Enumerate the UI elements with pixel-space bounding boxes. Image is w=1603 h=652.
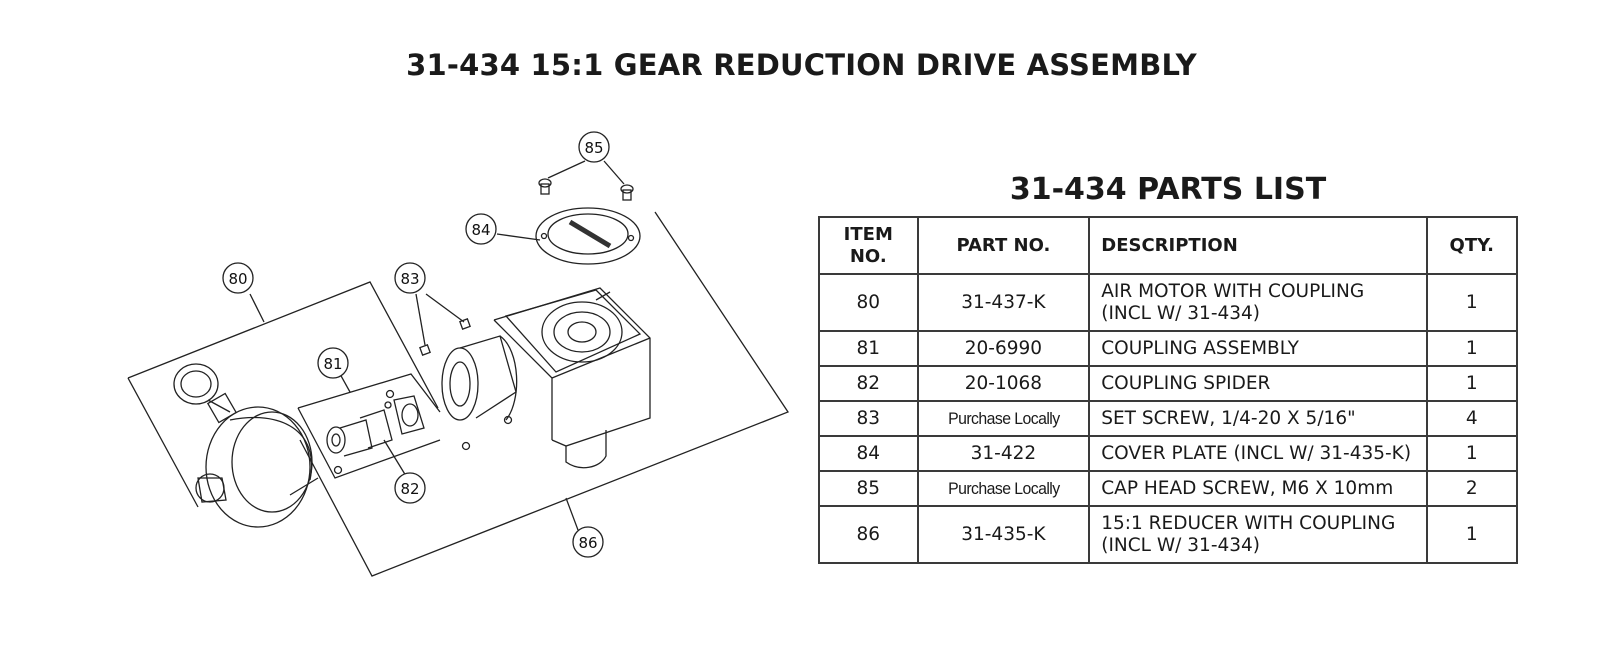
description-cell: AIR MOTOR WITH COUPLING (INCL W/ 31-434) [1088,273,1428,332]
balloon-label-80: 80 [228,270,247,288]
group-80-outline [127,281,439,508]
qty-cell: 1 [1425,365,1519,402]
item-no-cell: 86 [818,505,919,564]
part-no-cell: 20-1068 [916,365,1091,402]
qty-cell: 1 [1425,435,1519,472]
qty-cell: 1 [1425,273,1519,332]
part-no-cell: Purchase Locally [922,470,1085,507]
group-81-outline [297,373,441,479]
leader-lines [249,160,625,531]
parts-list-table: ITEM NO. PART NO. DESCRIPTION QTY. 80 31… [818,216,1519,564]
page-title: 31-434 15:1 GEAR REDUCTION DRIVE ASSEMBL… [406,48,1197,82]
balloon-label-83: 83 [400,270,419,288]
table-row: 85 Purchase Locally CAP HEAD SCREW, M6 X… [818,470,1519,507]
part-no-cell: 20-6990 [916,330,1091,367]
table-row: 84 31-422 COVER PLATE (INCL W/ 31-435-K)… [818,435,1519,472]
gear-reducer-drawing [441,287,651,469]
balloon-label-85: 85 [584,139,603,157]
qty-cell: 2 [1425,470,1519,507]
balloon-82: 82 [394,472,426,504]
coupling-assembly-drawing [326,389,513,475]
header-qty: QTY. [1425,216,1519,275]
balloon-label-82: 82 [400,480,419,498]
item-no-cell: 85 [818,470,919,507]
parts-list-title: 31-434 PARTS LIST [1009,172,1327,207]
part-no-cell: 31-435-K [916,505,1091,564]
header-part-no: PART NO. [916,216,1091,275]
item-no-cell: 82 [818,365,919,402]
balloon-86: 86 [572,526,604,558]
group-86-outline [299,211,789,577]
balloon-84: 84 [465,213,497,245]
balloon-label-81: 81 [323,355,342,373]
item-no-cell: 81 [818,330,919,367]
table-row: 83 Purchase Locally SET SCREW, 1/4-20 X … [818,400,1519,437]
exploded-assembly-diagram: 80 81 82 83 84 85 86 [127,131,789,577]
cap-screws-drawing [538,178,634,201]
balloon-80: 80 [222,262,254,294]
set-screws-drawing [419,318,471,356]
cover-plate-drawing [535,207,641,265]
item-no-cell: 80 [818,273,919,332]
description-cell: 15:1 REDUCER WITH COUPLING (INCL W/ 31-4… [1088,505,1428,564]
part-no-cell: 31-437-K [916,273,1091,332]
table-row: 80 31-437-K AIR MOTOR WITH COUPLING (INC… [818,273,1519,332]
table-row: 81 20-6990 COUPLING ASSEMBLY 1 [818,330,1519,367]
balloon-83: 83 [394,262,426,294]
description-cell: COVER PLATE (INCL W/ 31-435-K) [1088,435,1428,472]
part-no-cell: 31-422 [916,435,1091,472]
qty-cell: 1 [1425,505,1519,564]
air-motor-drawing [173,363,319,528]
balloon-85: 85 [578,131,610,163]
table-row: 86 31-435-K 15:1 REDUCER WITH COUPLING (… [818,505,1519,564]
table-row: 82 20-1068 COUPLING SPIDER 1 [818,365,1519,402]
part-no-cell: Purchase Locally [922,400,1085,437]
description-cell: COUPLING SPIDER [1088,365,1428,402]
item-no-cell: 84 [818,435,919,472]
balloon-81: 81 [317,347,349,379]
balloon-label-84: 84 [471,221,490,239]
header-item-no: ITEM NO. [818,216,919,275]
description-cell: COUPLING ASSEMBLY [1088,330,1428,367]
qty-cell: 4 [1425,400,1519,437]
description-cell: SET SCREW, 1/4-20 X 5/16" [1088,400,1428,437]
description-cell: CAP HEAD SCREW, M6 X 10mm [1088,470,1428,507]
parts-table-header-row: ITEM NO. PART NO. DESCRIPTION QTY. [818,216,1519,275]
item-no-cell: 83 [818,400,919,437]
qty-cell: 1 [1425,330,1519,367]
balloon-label-86: 86 [578,534,597,552]
header-description: DESCRIPTION [1088,216,1428,275]
